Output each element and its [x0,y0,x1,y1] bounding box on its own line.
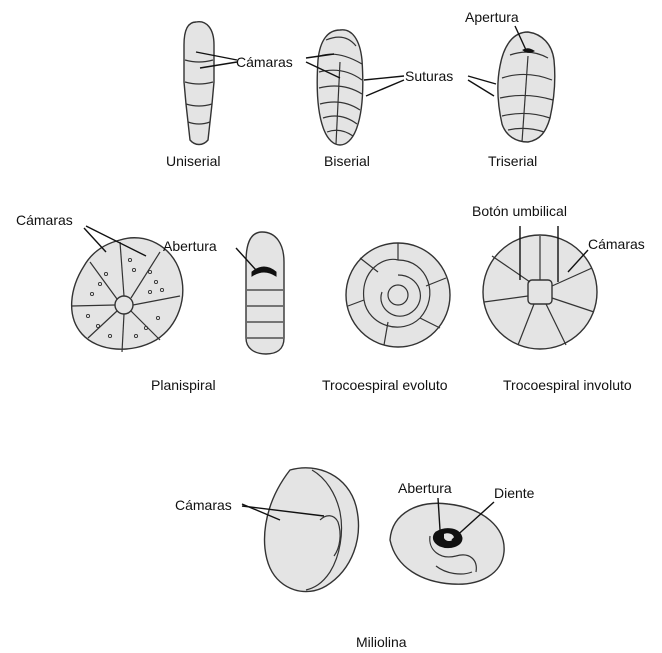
label-camaras-involuto: Cámaras [588,236,645,252]
trocoespiral-involuto-shell [483,235,597,349]
label-uniserial: Uniserial [166,153,220,169]
label-triserial: Triserial [488,153,537,169]
label-miliolina: Miliolina [356,634,407,650]
label-suturas: Suturas [405,68,453,84]
uniserial-shell [184,22,214,145]
label-camaras-planispiral: Cámaras [16,212,73,228]
label-trocoespiral-evoluto: Trocoespiral evoluto [322,377,448,393]
label-boton-umbilical: Botón umbilical [472,203,567,219]
label-abertura-planispiral: Abertura [163,238,217,254]
planispiral-apertural-shell [246,232,284,354]
label-trocoespiral-involuto: Trocoespiral involuto [503,377,632,393]
label-biserial: Biserial [324,153,370,169]
label-diente: Diente [494,485,534,501]
label-apertura: Apertura [465,9,519,25]
label-planispiral: Planispiral [151,377,216,393]
triserial-shell [498,32,555,142]
label-abertura-miliolina: Abertura [398,480,452,496]
planispiral-shell [72,238,183,352]
trocoespiral-evoluto-shell [346,243,450,347]
miliolina-side-shell [265,468,359,592]
miliolina-apertural-shell [390,503,504,584]
label-camaras-top: Cámaras [236,54,293,70]
label-camaras-miliolina: Cámaras [175,497,232,513]
biserial-shell [317,30,363,145]
